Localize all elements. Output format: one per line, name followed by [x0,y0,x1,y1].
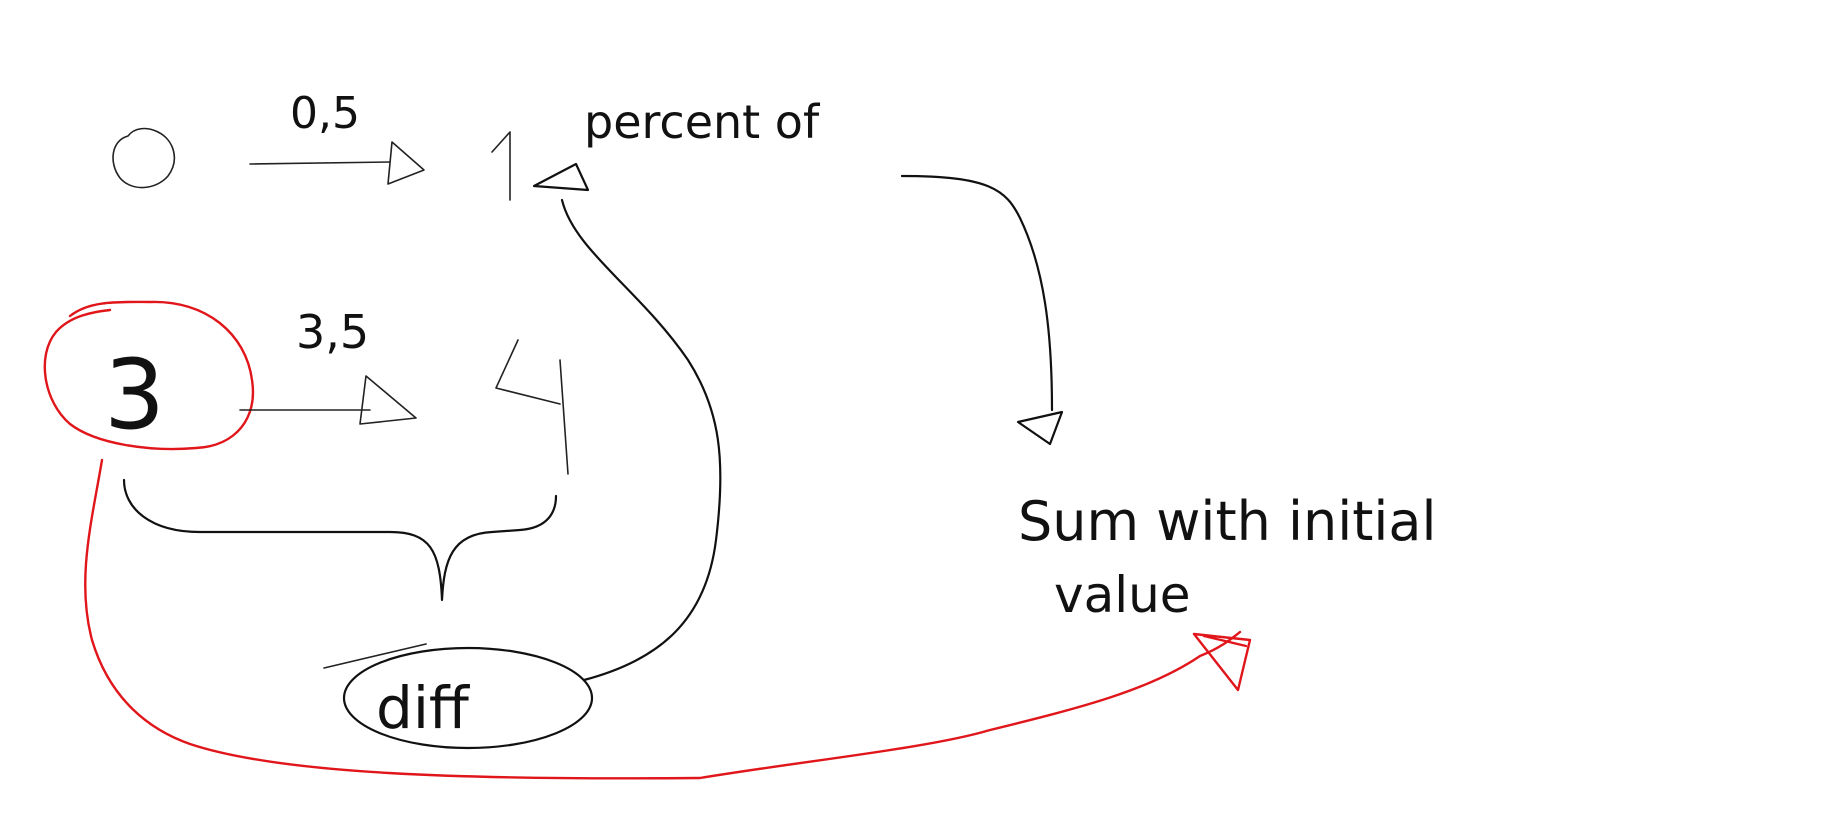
result-label-line2: value [1054,566,1191,624]
start-to-result-highlight-arrow [84,458,1252,780]
result-label-line1: Sum with initial [1018,490,1437,553]
row1-end-arrowhead [532,162,590,192]
percent-of-to-result-arrow [900,174,1064,446]
difference-to-row1-arrow [560,198,722,682]
difference-brace [122,478,558,602]
row1-end-value: 1 [491,131,511,201]
row1-arrow [249,141,425,185]
svg-text:3: 3 [104,339,165,451]
difference-label: diff [376,674,471,742]
row1-step-label: 0,5 [290,88,360,139]
row2-arrow [239,375,417,425]
row1-start-value: 0 [112,127,176,189]
row2-start-value: 3 [104,339,165,451]
row2-step-label: 3,5 [296,305,369,359]
difference-node: diff [323,643,594,750]
row2-end-value: 4 [495,339,569,475]
relation-label: percent of [584,95,821,149]
